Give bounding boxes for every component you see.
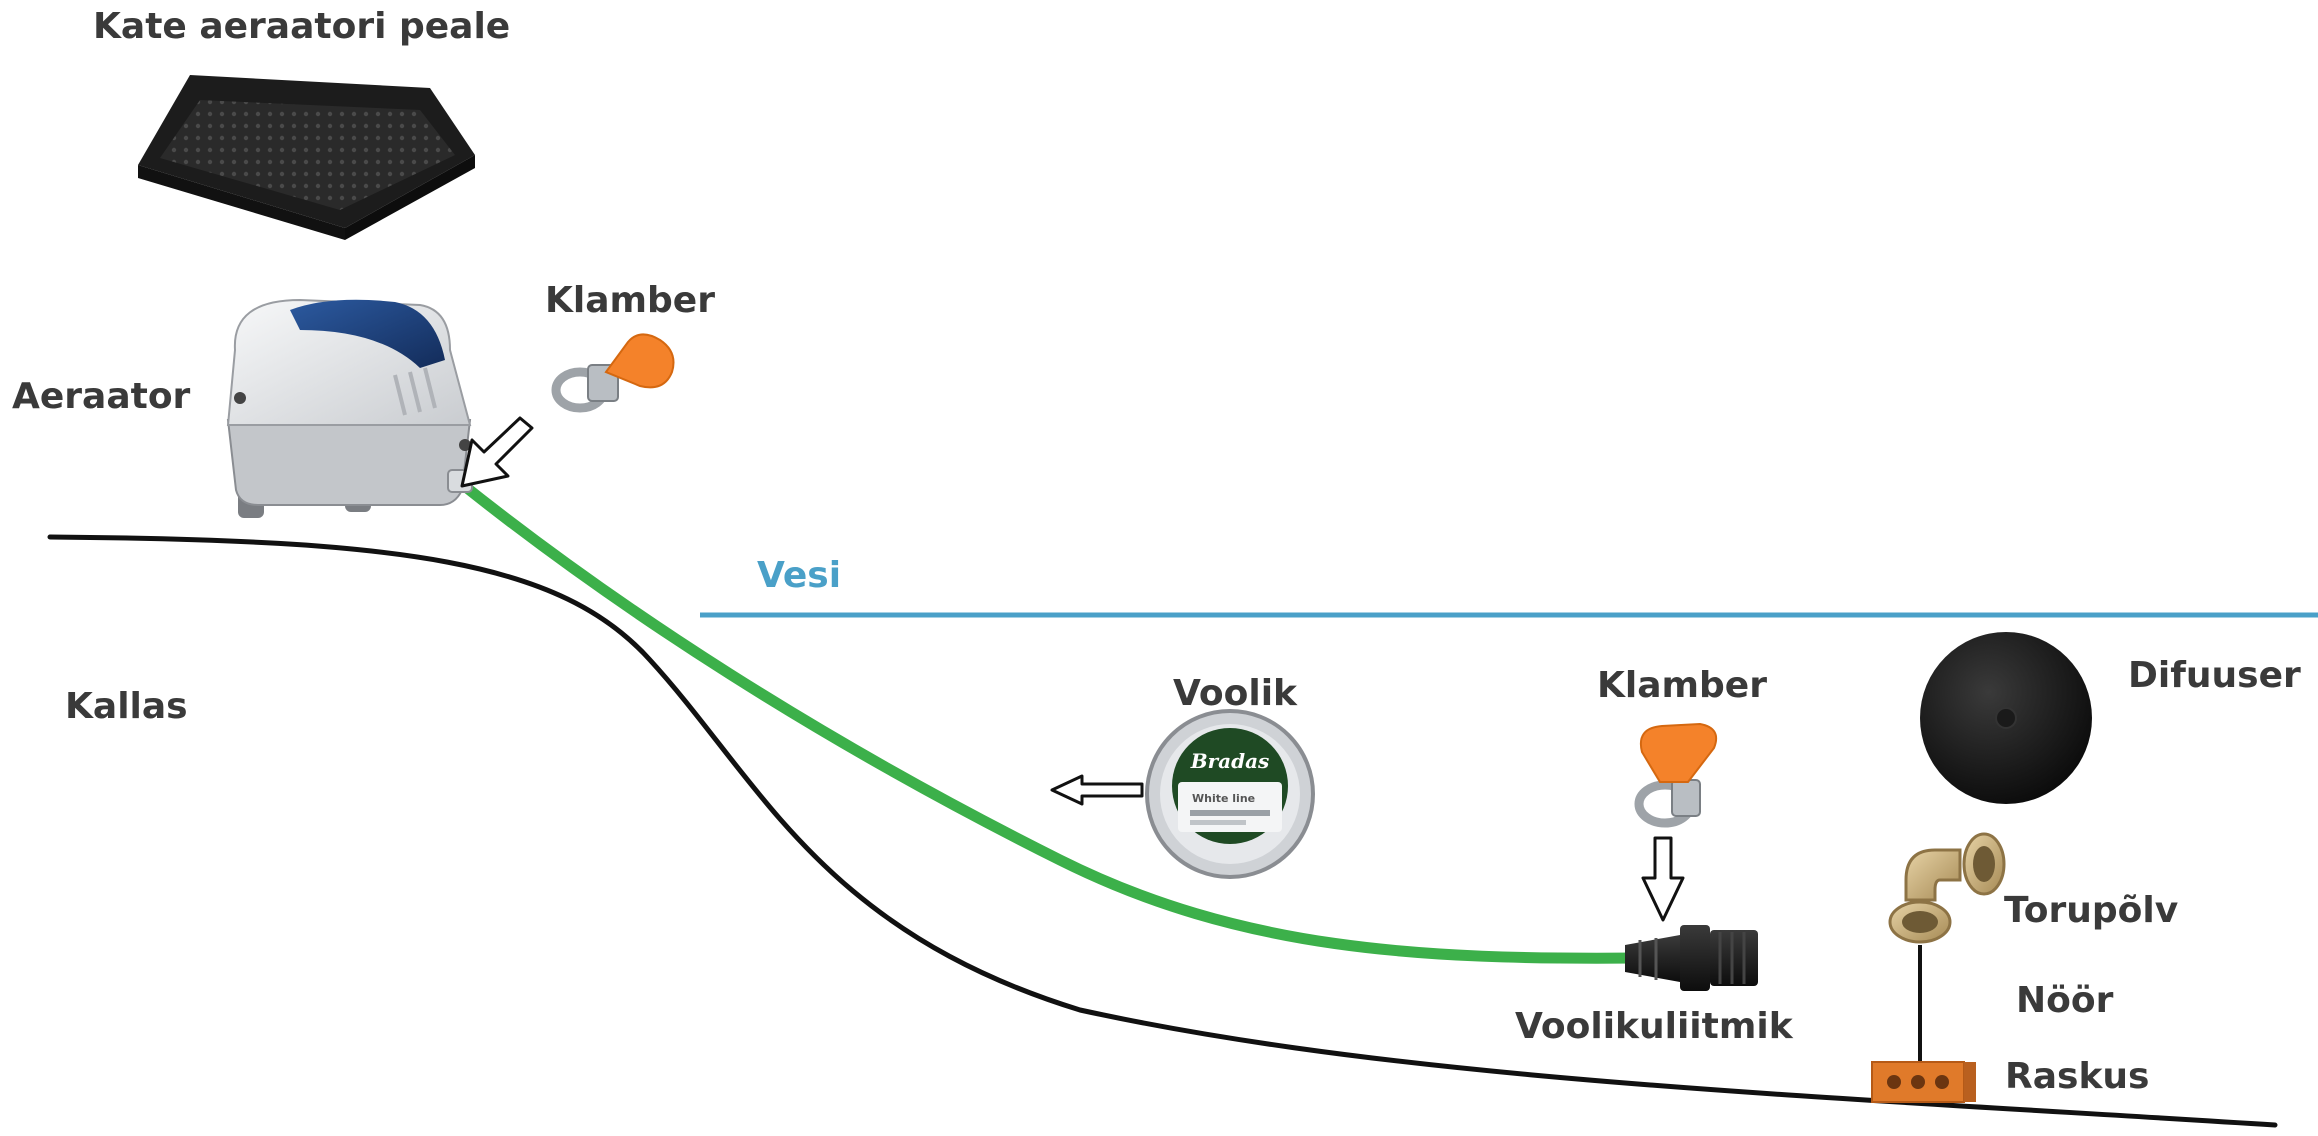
arrow-icon <box>1050 774 1144 806</box>
diffuser-disc-icon <box>1920 632 2092 804</box>
hose-label: Voolik <box>1173 673 1298 714</box>
hose-reel-brand: Bradas <box>1190 749 1270 773</box>
aerator-label: Aeraator <box>12 376 191 417</box>
hose-clamp-icon <box>551 333 675 413</box>
shore-line <box>47 534 2278 1128</box>
pipe-elbow-icon <box>1888 832 2006 944</box>
hose-reel-product-line: White line <box>1192 792 1255 805</box>
cover-label: Kate aeraatori peale <box>93 6 510 47</box>
diffuser-label: Difuuser <box>2128 655 2301 696</box>
connector-label: Voolikuliitmik <box>1515 1006 1794 1047</box>
arrow-icon <box>460 416 534 488</box>
clamp-bottom-label: Klamber <box>1597 665 1767 706</box>
clamp-top-label: Klamber <box>545 280 715 321</box>
weight-block-icon <box>1871 1061 1976 1103</box>
elbow-label: Torupõlv <box>2004 890 2178 931</box>
aerator-cover-icon <box>138 75 475 240</box>
aerator-pump-icon <box>226 298 473 518</box>
arrow-icon <box>1641 836 1685 922</box>
weight-label: Raskus <box>2005 1056 2149 1097</box>
water-label: Vesi <box>757 555 841 596</box>
hose-reel-icon: Bradas White line <box>1145 709 1315 879</box>
rope-label: Nöör <box>2016 980 2114 1021</box>
hose-clamp-icon <box>1634 722 1718 828</box>
hose-connector-icon <box>1625 925 1758 991</box>
air-hose <box>456 478 1646 964</box>
shore-label: Kallas <box>65 686 188 727</box>
